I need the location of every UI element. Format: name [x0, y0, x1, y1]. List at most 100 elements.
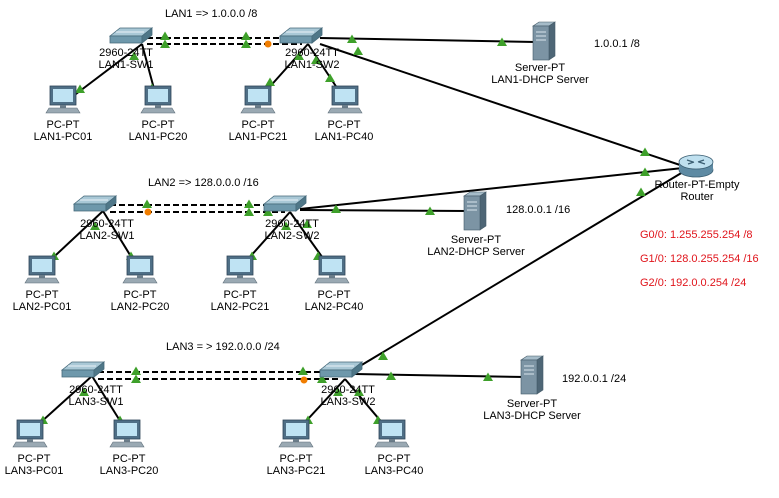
link-lan3-sw2-router[interactable] [349, 171, 684, 373]
lan3-title: LAN3 = > 192.0.0.0 /24 [166, 341, 280, 353]
link-lan2-sw2-server[interactable] [299, 209, 469, 212]
lan1-pc01-type: PC-PT [46, 119, 80, 131]
lan1-pc21-pc-icon[interactable] [240, 85, 276, 114]
lan2-pc40-type: PC-PT [317, 289, 351, 301]
router-interface-g0: G0/0: 1.255.255.254 /8 [640, 229, 753, 241]
lan2-title: LAN2 => 128.0.0.0 /16 [148, 177, 259, 189]
port-up-icon [386, 371, 396, 380]
port-up-icon [636, 187, 646, 196]
lan3-server-ip: 192.0.0.1 /24 [562, 373, 627, 385]
router-icon[interactable] [678, 154, 714, 178]
lan2-pc21-pc-icon[interactable] [222, 255, 258, 284]
lan2-pc20-pc-icon[interactable] [122, 255, 158, 284]
router-interface-g2: G2/0: 192.0.0.254 /24 [640, 277, 747, 289]
lan1-pc20-label: PC-PT LAN1-PC20 [129, 119, 188, 143]
port-up-icon [325, 73, 335, 82]
lan1-pc01-name: LAN1-PC01 [33, 131, 93, 143]
lan1-server-name: LAN1-DHCP Server [491, 74, 589, 86]
lan3-pc20-label: PC-PT LAN3-PC20 [100, 453, 159, 477]
lan2-pc40-name: LAN2-PC40 [304, 301, 364, 313]
lan1-title: LAN1 => 1.0.0.0 /8 [165, 8, 258, 20]
lan3-pc40-pc-icon[interactable] [374, 419, 410, 448]
lan3-sw2-model: 2960-24TT [321, 384, 375, 396]
lan1-sw2-label: 2960-24TT LAN1-SW2 [284, 47, 339, 71]
lan2-sw2-switch-icon[interactable] [263, 195, 307, 212]
lan2-pc40-pc-icon[interactable] [314, 255, 350, 284]
lan3-server-label: Server-PT LAN3-DHCP Server [483, 398, 581, 422]
port-up-icon [131, 366, 141, 375]
lan1-pc20-type: PC-PT [141, 119, 175, 131]
lan1-server-ip: 1.0.0.1 /8 [594, 38, 640, 50]
lan3-pc21-name: LAN3-PC21 [266, 465, 326, 477]
port-up-icon [298, 366, 308, 375]
lan2-sw1-model: 2960-24TT [80, 218, 134, 230]
port-up-icon [142, 199, 152, 208]
lan1-dhcp-server-icon[interactable] [532, 21, 556, 61]
lan2-pc01-label: PC-PT LAN2-PC01 [13, 289, 72, 313]
lan1-pc01-label: PC-PT LAN1-PC01 [34, 119, 93, 143]
port-up-icon [378, 351, 388, 360]
lan2-sw2-label: 2960-24TT LAN2-SW2 [264, 218, 319, 242]
lan2-sw2-model: 2960-24TT [265, 218, 319, 230]
lan1-pc40-pc-icon[interactable] [327, 85, 363, 114]
lan2-sw1-name: LAN2-SW1 [79, 230, 135, 242]
lan1-pc40-name: LAN1-PC40 [314, 131, 374, 143]
lan3-pc20-pc-icon[interactable] [109, 419, 145, 448]
lan3-sw2-label: 2960-24TT LAN3-SW2 [320, 384, 375, 408]
lan1-sw2-switch-icon[interactable] [279, 27, 323, 44]
port-up-icon [241, 31, 251, 40]
port-blocked-icon [264, 40, 272, 48]
port-blocked-icon [144, 208, 152, 216]
lan1-pc01-pc-icon[interactable] [45, 85, 81, 114]
lan3-pc40-label: PC-PT LAN3-PC40 [365, 453, 424, 477]
lan3-pc01-pc-icon[interactable] [12, 419, 48, 448]
port-up-icon [353, 46, 363, 55]
lan1-pc21-label: PC-PT LAN1-PC21 [229, 119, 288, 143]
lan2-pc01-pc-icon[interactable] [24, 255, 60, 284]
lan1-sw2-name: LAN1-SW2 [284, 59, 340, 71]
lan1-sw1-switch-icon[interactable] [109, 27, 153, 44]
link-lan1-sw2-server[interactable] [319, 37, 536, 43]
lan1-pc21-type: PC-PT [241, 119, 275, 131]
link-lan2-sw2-router[interactable] [299, 167, 684, 210]
lan1-pc20-pc-icon[interactable] [140, 85, 176, 114]
lan2-server-label: Server-PT LAN2-DHCP Server [427, 234, 525, 258]
lan3-sw2-name: LAN3-SW2 [320, 396, 376, 408]
lan2-pc40-label: PC-PT LAN2-PC40 [305, 289, 364, 313]
lan1-server-label: Server-PT LAN1-DHCP Server [491, 62, 589, 86]
router-interface-g1: G1/0: 128.0.255.254 /16 [640, 253, 759, 265]
lan3-pc21-type: PC-PT [279, 453, 313, 465]
link-lan1-sw2-router[interactable] [319, 43, 684, 167]
lan2-pc21-label: PC-PT LAN2-PC21 [211, 289, 270, 313]
lan3-dhcp-server-icon[interactable] [520, 355, 544, 395]
lan1-pc21-name: LAN1-PC21 [228, 131, 288, 143]
lan3-pc40-type: PC-PT [377, 453, 411, 465]
lan1-sw1-name: LAN1-SW1 [98, 59, 154, 71]
lan2-pc20-label: PC-PT LAN2-PC20 [111, 289, 170, 313]
lan2-pc21-name: LAN2-PC21 [210, 301, 270, 313]
lan3-pc01-label: PC-PT LAN3-PC01 [5, 453, 64, 477]
lan2-server-name: LAN2-DHCP Server [427, 246, 525, 258]
lan3-pc20-type: PC-PT [112, 453, 146, 465]
router-name: Router [680, 191, 714, 203]
port-up-icon [160, 31, 170, 40]
lan1-pc20-name: LAN1-PC20 [128, 131, 188, 143]
lan1-sw1-model: 2960-24TT [99, 47, 153, 59]
lan2-sw1-switch-icon[interactable] [73, 195, 117, 212]
lan2-pc01-name: LAN2-PC01 [12, 301, 72, 313]
lan3-pc01-type: PC-PT [17, 453, 51, 465]
port-blocked-icon [300, 376, 308, 384]
link-lan3-sw2-server[interactable] [354, 373, 526, 378]
lan3-pc21-pc-icon[interactable] [278, 419, 314, 448]
lan3-sw1-label: 2960-24TT LAN3-SW1 [68, 384, 123, 408]
lan1-server-type: Server-PT [514, 62, 566, 74]
port-up-icon [244, 199, 254, 208]
lan3-pc01-name: LAN3-PC01 [4, 465, 64, 477]
lan2-dhcp-server-icon[interactable] [463, 191, 487, 231]
lan3-pc21-label: PC-PT LAN3-PC21 [267, 453, 326, 477]
lan3-sw1-switch-icon[interactable] [61, 361, 105, 378]
lan2-server-ip: 128.0.0.1 /16 [506, 204, 571, 216]
lan1-sw1-label: 2960-24TT LAN1-SW1 [98, 47, 153, 71]
lan3-server-name: LAN3-DHCP Server [483, 410, 581, 422]
